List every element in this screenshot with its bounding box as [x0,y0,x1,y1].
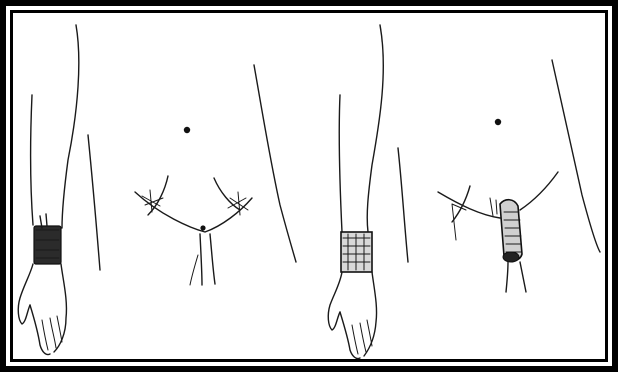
wide-wrist-graft-band [341,232,372,272]
left-hand [18,264,66,355]
right-panel [328,25,600,359]
right-navel [495,119,501,125]
right-torso-left-edge [398,148,408,262]
left-panel [18,25,296,355]
left-groin [135,176,252,285]
left-forearm [18,25,79,355]
left-torso-right-edge [254,65,296,262]
right-forearm [328,25,383,359]
narrow-wrist-dressing [34,214,61,264]
right-hand [328,272,376,359]
tubed-flap [500,200,522,262]
right-torso-right-edge [552,60,600,252]
left-torso-left-edge [88,135,100,270]
right-groin [438,172,558,292]
left-navel [184,127,190,133]
